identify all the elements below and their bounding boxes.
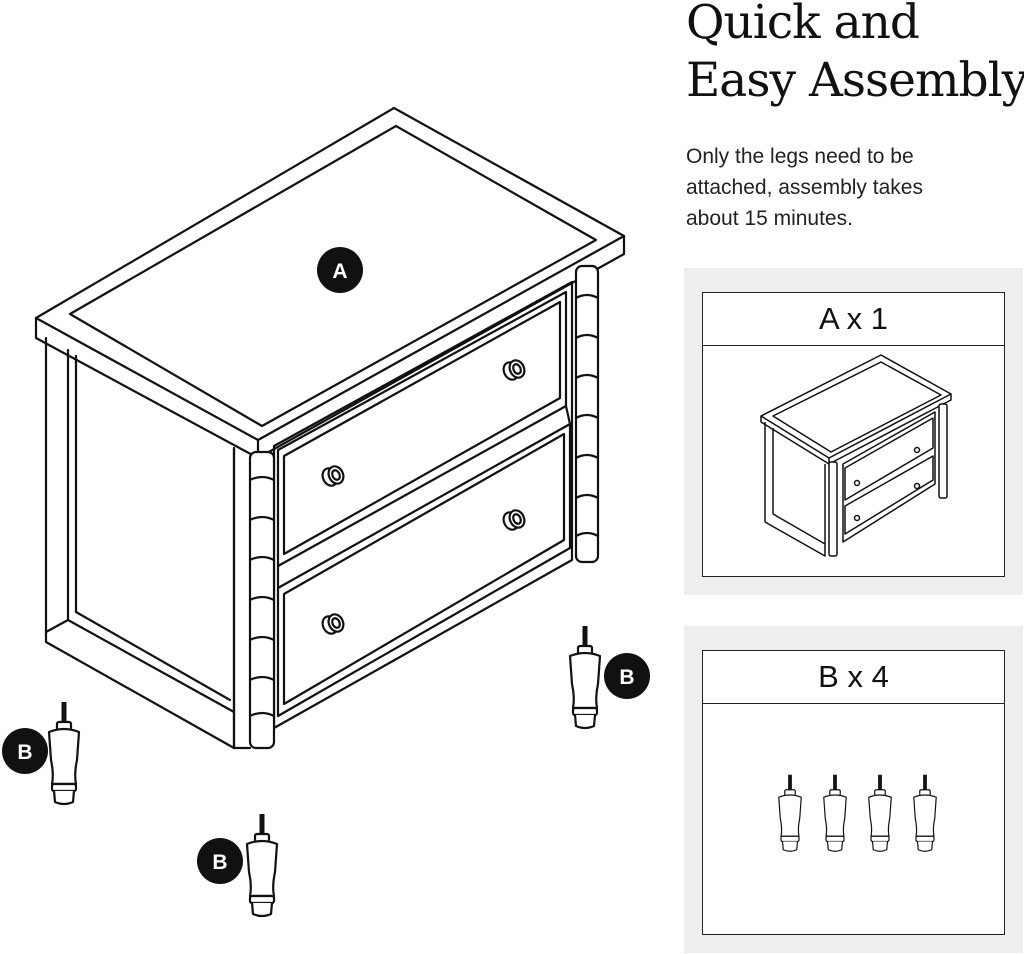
drawer-knob xyxy=(318,462,348,490)
assembly-diagram: A B B B xyxy=(2,106,650,918)
title-line: Easy Assembly xyxy=(686,53,1024,108)
front-left-post xyxy=(248,450,276,750)
svg-text:B: B xyxy=(17,741,32,764)
part-b-card: B x 4 xyxy=(702,650,1005,935)
assembly-description: Only the legs need to be attached, assem… xyxy=(686,141,1006,234)
part-a-count-label: A x 1 xyxy=(703,293,1004,346)
page-title: Quick and Easy Assembly xyxy=(686,0,1024,110)
part-a-panel: A x 1 xyxy=(684,268,1023,595)
leg-thumbnail xyxy=(777,773,803,853)
part-b-marker: B xyxy=(604,653,650,699)
leg-thumbnail xyxy=(822,773,848,853)
description-line: attached, assembly takes xyxy=(686,176,923,199)
part-b-count-label: B x 4 xyxy=(703,651,1004,704)
leg-part xyxy=(245,812,279,918)
description-line: about 15 minutes. xyxy=(686,207,853,230)
part-b-marker: B xyxy=(197,838,243,884)
leg-thumbnail xyxy=(867,773,893,853)
part-b-marker: B xyxy=(2,728,48,774)
svg-text:A: A xyxy=(332,260,347,283)
part-b-panel: B x 4 xyxy=(684,626,1023,953)
leg-part xyxy=(568,624,602,730)
title-line: Quick and xyxy=(686,0,920,50)
drawer-knob xyxy=(499,506,529,534)
part-a-card: A x 1 xyxy=(702,292,1005,577)
drawer-knob xyxy=(318,610,348,638)
front-right-post xyxy=(574,264,600,564)
leg-part xyxy=(47,700,81,806)
svg-text:B: B xyxy=(619,666,634,689)
part-a-marker: A xyxy=(317,247,363,293)
leg-thumbnail xyxy=(912,773,938,853)
svg-text:B: B xyxy=(212,851,227,874)
drawer-knob xyxy=(499,356,529,384)
description-line: Only the legs need to be xyxy=(686,145,914,168)
legs-thumbnail xyxy=(777,773,938,853)
cabinet-thumbnail xyxy=(760,354,952,557)
